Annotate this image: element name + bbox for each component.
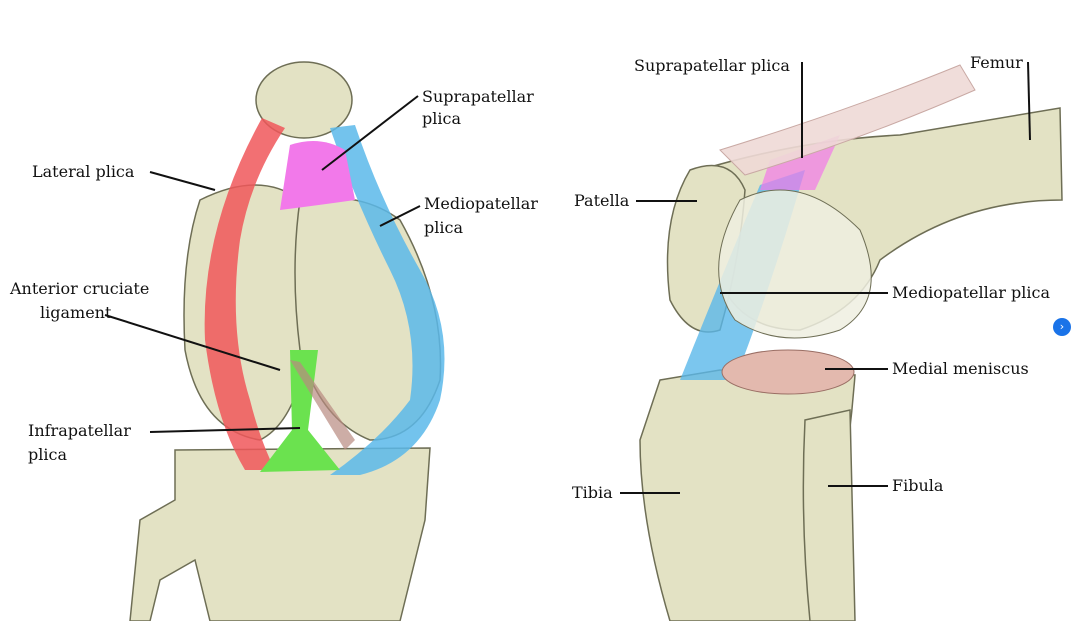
label-acl-line1: Anterior cruciate [10, 279, 150, 298]
label-lateral-plica: Lateral plica [32, 162, 135, 181]
label-acl-line2: ligament [40, 303, 112, 322]
infrapatellar-plica-band [260, 350, 340, 472]
medial-meniscus [721, 349, 855, 395]
right-tibia [639, 369, 856, 621]
right-fibula [802, 409, 856, 621]
left-patella [255, 61, 353, 139]
left-tibia [129, 447, 431, 621]
label-infrapatellar-line2: plica [28, 445, 67, 464]
label-patella: Patella [574, 191, 630, 210]
quadriceps-tendon [719, 64, 976, 176]
label-femur: Femur [970, 53, 1023, 72]
label-r-mediopatellar: Mediopatellar plica [892, 283, 1051, 302]
label-medial-meniscus: Medial meniscus [892, 359, 1029, 378]
label-tibia: Tibia [572, 483, 613, 502]
label-mediopatellar-line2: plica [424, 218, 463, 237]
acl-band [290, 360, 355, 450]
label-suprapatellar-line2: plica [422, 109, 461, 128]
label-infrapatellar-line1: Infrapatellar [28, 421, 131, 440]
label-suprapatellar-line1: Suprapatellar [422, 87, 534, 106]
suprapatellar-plica-region [280, 141, 355, 210]
label-r-suprapatellar: Suprapatellar plica [634, 56, 790, 75]
lateral-plica-band [204, 118, 285, 470]
mediopatellar-plica-band [330, 125, 445, 475]
chevron-right-icon[interactable]: › [1053, 318, 1071, 336]
label-fibula: Fibula [892, 476, 944, 495]
right-femur-condyle [718, 189, 872, 339]
label-mediopatellar-line1: Mediopatellar [424, 194, 538, 213]
